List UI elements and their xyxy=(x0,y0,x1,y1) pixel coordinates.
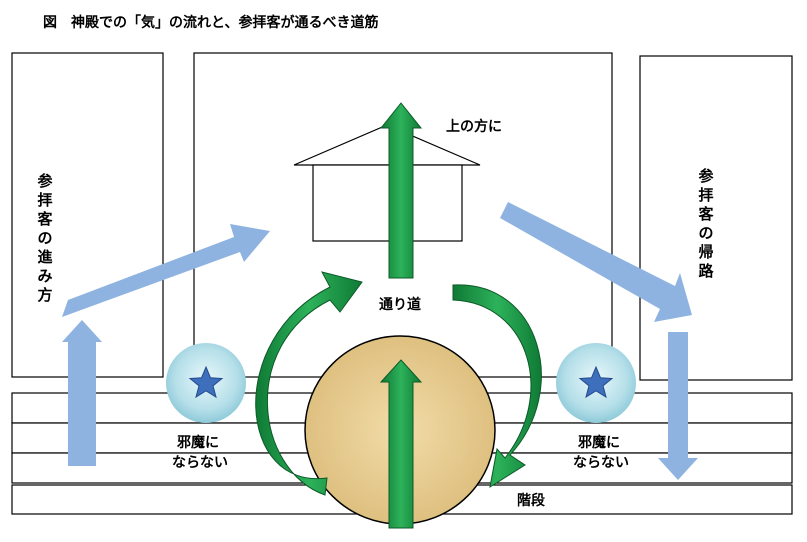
right-diagonal-arrow xyxy=(500,202,692,322)
right-note-line-1: 邪魔に xyxy=(578,435,620,451)
right-building xyxy=(639,55,793,381)
star-icon xyxy=(188,365,224,399)
stairs-label: 階段 xyxy=(517,493,545,509)
upward-label: 上の方に xyxy=(446,119,502,135)
left-diagonal-arrow xyxy=(62,224,270,317)
star-icon xyxy=(578,365,614,399)
left-note-line-1: 邪魔に xyxy=(177,435,219,451)
shrine-icon xyxy=(293,124,481,242)
left-entry-arrow xyxy=(62,320,102,466)
right-curved-arrow xyxy=(452,284,542,489)
left-curved-arrow xyxy=(255,271,363,496)
right-exit-arrow xyxy=(658,332,698,480)
right-note-line-2: ならない xyxy=(573,455,629,471)
left-note-line-2: ならない xyxy=(172,455,228,471)
upward-flow-arrow xyxy=(379,102,423,279)
central-flow-arrow xyxy=(379,359,423,529)
left-note: 邪魔に ならない xyxy=(172,433,228,473)
right-path-label: 参拝客の帰路 xyxy=(698,167,714,280)
right-note: 邪魔に ならない xyxy=(573,433,629,473)
passage-label: 通り道 xyxy=(379,297,421,313)
left-building xyxy=(11,52,164,378)
left-path-label: 参拝客の進み方 xyxy=(37,172,53,304)
diagram-title: 図 神殿での「気」の流れと、参拝客が通るべき道筋 xyxy=(43,15,379,31)
